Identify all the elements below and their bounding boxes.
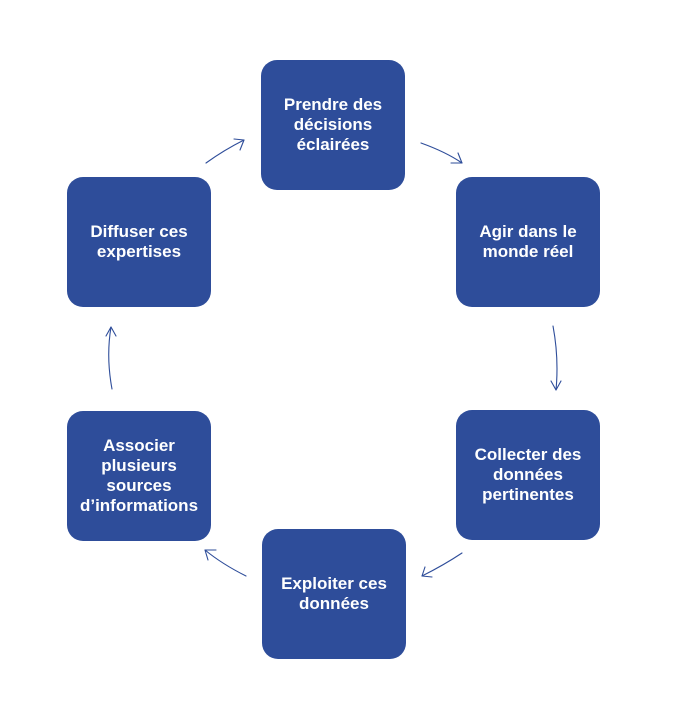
node-agir-monde-reel: Agir dans le monde réel	[456, 177, 600, 307]
node-label: Exploiter ces données	[281, 574, 387, 613]
node-diffuser-expertises: Diffuser ces expertises	[67, 177, 211, 307]
arrow-n5-to-n6	[105, 326, 117, 390]
node-label: Agir dans le monde réel	[479, 222, 577, 261]
node-label: Collecter des données pertinentes	[474, 445, 582, 504]
arrow-n2-to-n3	[550, 325, 562, 391]
node-exploiter-donnees: Exploiter ces données	[262, 529, 406, 659]
arrow-n6-to-n1	[205, 138, 245, 164]
node-label: Diffuser ces expertises	[90, 222, 188, 261]
node-collecter-donnees: Collecter des données pertinentes	[456, 410, 600, 540]
node-associer-sources: Associer plusieurs sources d’information…	[67, 411, 211, 541]
arrow-n1-to-n2	[420, 142, 463, 164]
node-label: Associer plusieurs sources d’information…	[79, 436, 199, 515]
arrow-n4-to-n5	[204, 549, 247, 577]
node-prendre-decisions: Prendre des décisions éclairées	[261, 60, 405, 190]
arrow-n3-to-n4	[421, 552, 463, 578]
node-label: Prendre des décisions éclairées	[283, 95, 383, 154]
